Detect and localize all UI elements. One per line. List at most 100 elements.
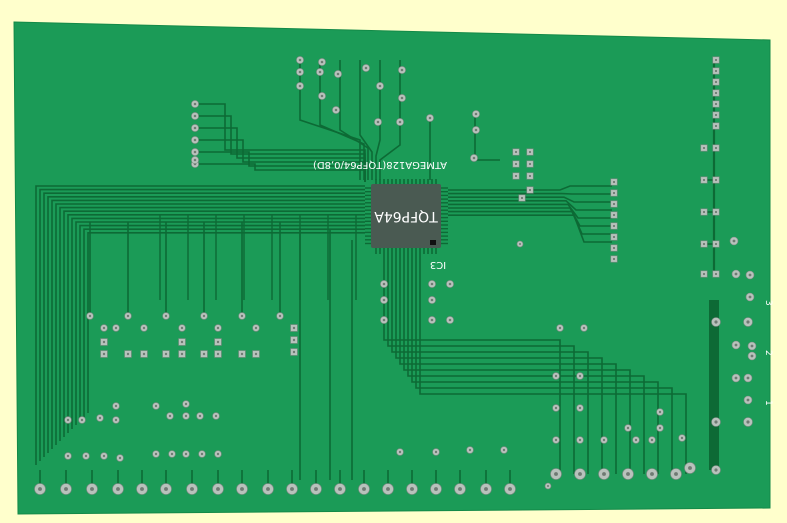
drill-hole bbox=[410, 487, 414, 491]
drill-hole bbox=[200, 452, 204, 456]
trace bbox=[375, 60, 381, 180]
drill-hole bbox=[216, 452, 220, 456]
chip-body bbox=[371, 184, 441, 248]
drill-hole bbox=[334, 108, 338, 112]
drill-hole bbox=[750, 344, 754, 348]
drill-hole bbox=[626, 472, 630, 476]
drill-hole bbox=[714, 468, 718, 472]
drill-hole bbox=[292, 350, 296, 354]
drill-hole bbox=[214, 414, 218, 418]
drill-hole bbox=[320, 94, 324, 98]
drill-hole bbox=[558, 326, 562, 330]
trace bbox=[419, 254, 687, 474]
drill-hole bbox=[102, 454, 106, 458]
trace bbox=[51, 199, 365, 449]
drill-hole bbox=[714, 102, 718, 106]
drill-hole bbox=[508, 487, 512, 491]
trace bbox=[395, 254, 603, 474]
drill-hole bbox=[714, 69, 718, 73]
drill-hole bbox=[714, 178, 718, 182]
drill-hole bbox=[434, 487, 438, 491]
drill-hole bbox=[468, 448, 472, 452]
drill-hole bbox=[114, 404, 118, 408]
drill-hole bbox=[116, 487, 120, 491]
drill-hole bbox=[193, 158, 197, 162]
edge-label-2: 2 bbox=[763, 350, 773, 356]
drill-hole bbox=[216, 352, 220, 356]
drill-hole bbox=[528, 150, 532, 154]
drill-hole bbox=[514, 174, 518, 178]
microcontroller-chip[interactable]: TQFP64A bbox=[371, 184, 441, 248]
drill-hole bbox=[734, 376, 738, 380]
drill-hole bbox=[376, 120, 380, 124]
drill-hole bbox=[658, 426, 662, 430]
drill-hole bbox=[114, 418, 118, 422]
drill-hole bbox=[602, 472, 606, 476]
drill-hole bbox=[732, 239, 736, 243]
drill-hole bbox=[66, 418, 70, 422]
drill-hole bbox=[554, 472, 558, 476]
drill-hole bbox=[278, 314, 282, 318]
drill-hole bbox=[216, 487, 220, 491]
drill-hole bbox=[400, 68, 404, 72]
trace bbox=[63, 210, 365, 437]
drill-hole bbox=[634, 438, 638, 442]
trace bbox=[195, 163, 366, 182]
drill-hole bbox=[746, 398, 750, 402]
drill-hole bbox=[298, 70, 302, 74]
pads-layer bbox=[34, 56, 757, 495]
drill-hole bbox=[240, 352, 244, 356]
drill-hole bbox=[702, 178, 706, 182]
drill-hole bbox=[612, 180, 616, 184]
drill-hole bbox=[528, 174, 532, 178]
drill-hole bbox=[448, 282, 452, 286]
drill-hole bbox=[746, 376, 750, 380]
drill-hole bbox=[190, 487, 194, 491]
drill-hole bbox=[602, 438, 606, 442]
drill-hole bbox=[484, 487, 488, 491]
trace bbox=[75, 221, 365, 425]
drill-hole bbox=[582, 326, 586, 330]
drill-hole bbox=[650, 472, 654, 476]
drill-hole bbox=[80, 418, 84, 422]
drill-hole bbox=[434, 450, 438, 454]
drill-hole bbox=[578, 406, 582, 410]
drill-hole bbox=[202, 314, 206, 318]
drill-hole bbox=[514, 162, 518, 166]
drill-hole bbox=[193, 102, 197, 106]
drill-hole bbox=[142, 352, 146, 356]
drill-hole bbox=[240, 487, 244, 491]
drill-hole bbox=[88, 314, 92, 318]
drill-hole bbox=[338, 487, 342, 491]
drill-hole bbox=[170, 452, 174, 456]
drill-hole bbox=[578, 438, 582, 442]
chip-designator: IC3 bbox=[430, 259, 446, 270]
drill-hole bbox=[734, 343, 738, 347]
drill-hole bbox=[680, 436, 684, 440]
drill-hole bbox=[193, 150, 197, 154]
drill-hole bbox=[118, 456, 122, 460]
drill-hole bbox=[382, 298, 386, 302]
drill-hole bbox=[750, 354, 754, 358]
drill-hole bbox=[554, 438, 558, 442]
drill-hole bbox=[474, 128, 478, 132]
drill-hole bbox=[298, 84, 302, 88]
pin1-marker bbox=[430, 240, 436, 245]
drill-hole bbox=[612, 202, 616, 206]
chip-part-label: ATMEGA128(TQFP64/0,8D) bbox=[313, 159, 447, 170]
drill-hole bbox=[164, 352, 168, 356]
trace bbox=[359, 60, 373, 180]
drill-hole bbox=[180, 340, 184, 344]
trace bbox=[387, 254, 575, 474]
drill-hole bbox=[378, 84, 382, 88]
trace bbox=[59, 206, 365, 441]
drill-hole bbox=[64, 487, 68, 491]
trace bbox=[339, 60, 369, 180]
trace bbox=[43, 192, 365, 457]
trace bbox=[379, 60, 401, 180]
trace bbox=[448, 203, 612, 219]
drill-hole bbox=[382, 318, 386, 322]
trace bbox=[79, 224, 365, 421]
drill-hole bbox=[734, 272, 738, 276]
